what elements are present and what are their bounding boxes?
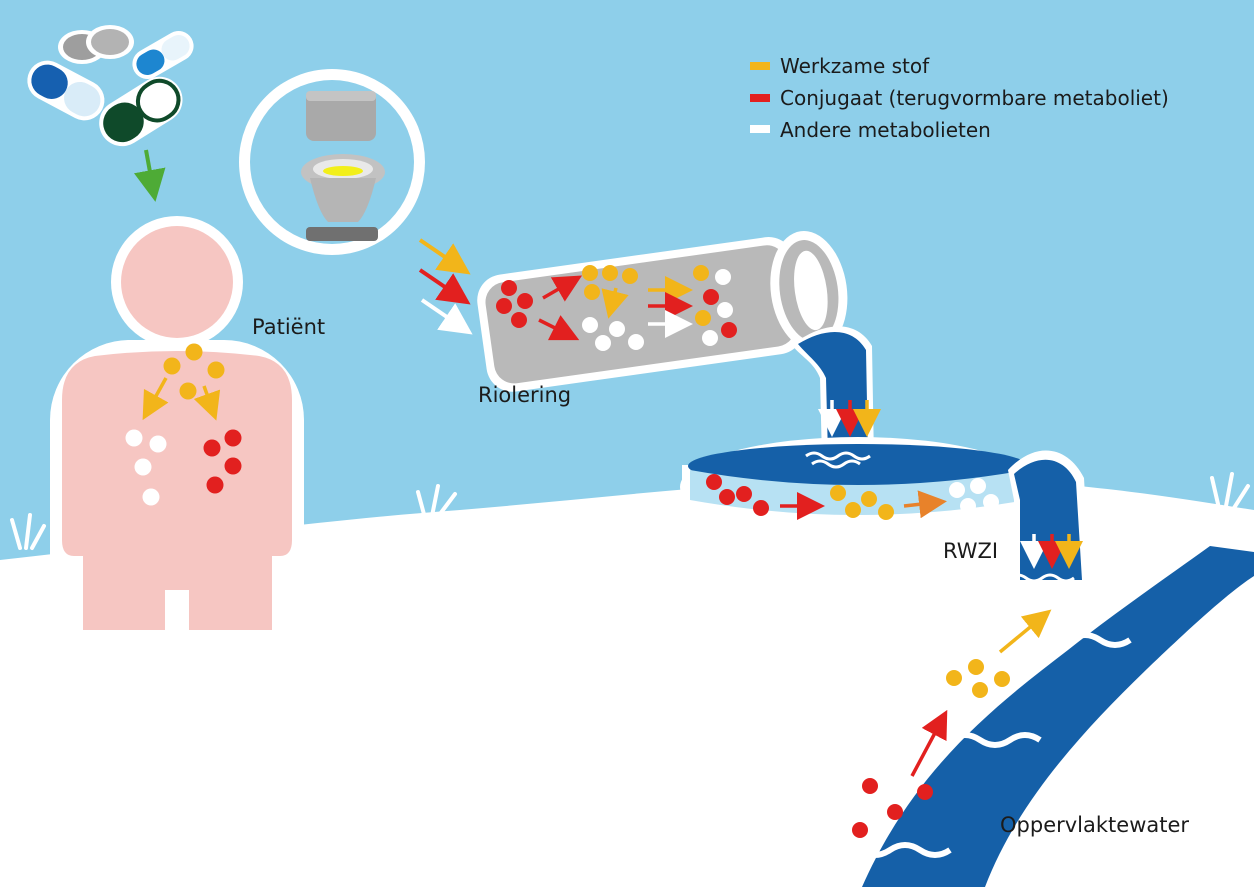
river-particles xyxy=(852,590,1091,838)
river xyxy=(828,535,1254,887)
intake-arrow xyxy=(133,149,166,202)
patient-particles xyxy=(125,343,242,506)
grass-tufts xyxy=(10,472,1250,550)
legend-item-conjugate: Conjugaat (terugvormbare metaboliet) xyxy=(750,86,1169,110)
legend: Werkzame stof Conjugaat (terugvormbare m… xyxy=(750,54,1169,142)
blue-white-capsule-icon xyxy=(132,31,194,79)
sewer-particles xyxy=(496,265,737,351)
basin-particles xyxy=(706,474,999,520)
legend-item-other-metabolites: Andere metabolieten xyxy=(750,118,991,142)
legend-label: Werkzame stof xyxy=(780,54,930,78)
legend-swatch-white xyxy=(750,125,770,133)
treatment-plant-label: RWZI xyxy=(943,539,998,563)
green-capsule-icon xyxy=(99,76,183,147)
pills-group xyxy=(27,25,194,147)
toilet-to-sewer-arrows xyxy=(418,238,473,335)
river-inflow-arrows xyxy=(1020,534,1083,569)
sewer-label: Riolering xyxy=(478,383,571,407)
legend-swatch-red xyxy=(750,94,770,102)
legend-label: Conjugaat (terugvormbare metaboliet) xyxy=(780,86,1169,110)
patient-figure xyxy=(50,216,304,640)
legend-item-active-substance: Werkzame stof xyxy=(750,54,930,78)
toilet-icon xyxy=(239,69,425,255)
blue-capsule-icon xyxy=(27,60,105,121)
legend-swatch-yellow xyxy=(750,62,770,70)
waterfall-arrows xyxy=(818,400,881,437)
treatment-basin xyxy=(680,437,1036,537)
basin-waterfall-water xyxy=(1014,459,1082,580)
surface-water-label: Oppervlaktewater xyxy=(1000,813,1189,837)
gray-pill-icon xyxy=(58,25,134,64)
legend-label: Andere metabolieten xyxy=(780,118,991,142)
patient-label: Patiënt xyxy=(252,315,325,339)
